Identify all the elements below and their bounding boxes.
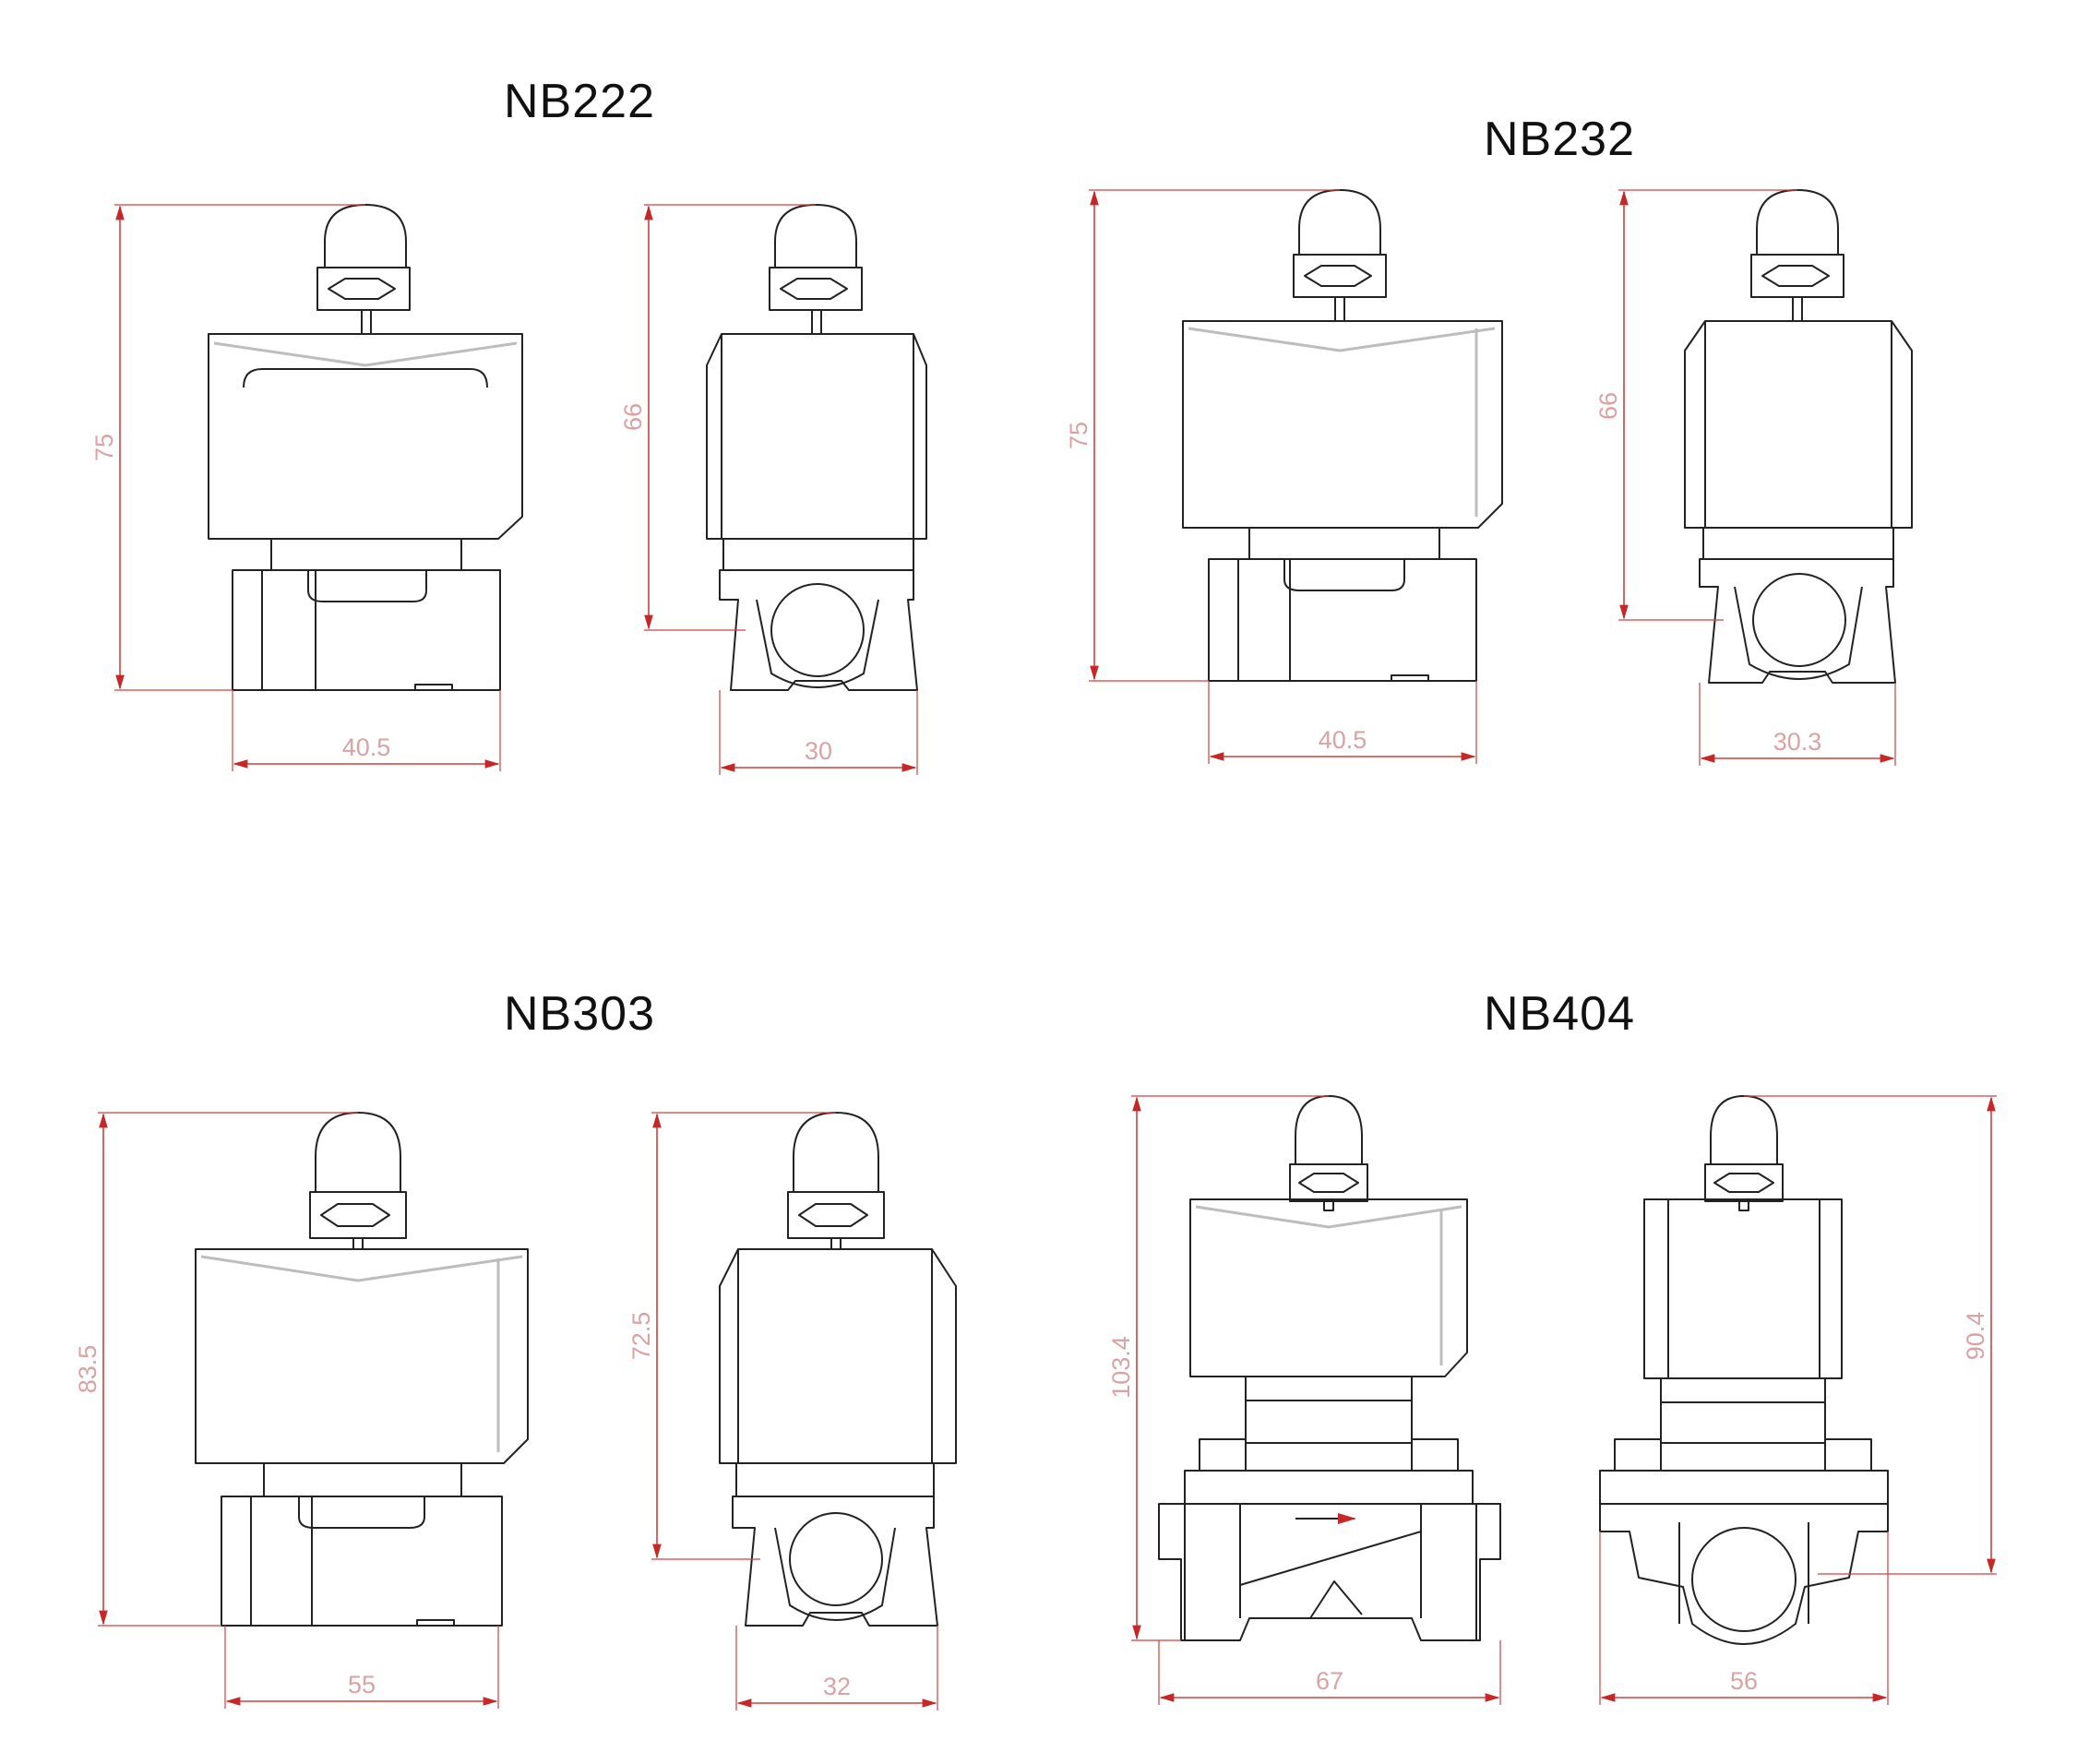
- side-height-label: 66: [1594, 392, 1622, 420]
- side-height-label: 66: [619, 403, 647, 431]
- side-view: 90.4 56: [1599, 1095, 1997, 1705]
- model-nb222: NB222 75 40.5: [90, 75, 927, 775]
- side-height-label: 72.5: [627, 1312, 655, 1361]
- side-width-label: 32: [823, 1673, 851, 1700]
- model-title: NB303: [504, 987, 655, 1041]
- side-view: 72.5 32: [627, 1112, 957, 1710]
- front-view: 103.4 67: [1107, 1095, 1501, 1705]
- front-view: 75 40.5: [1065, 189, 1503, 764]
- front-width-label: 40.5: [1319, 726, 1367, 754]
- model-nb232: NB232 75 40.5: [1065, 113, 1913, 766]
- front-height-label: 75: [1065, 422, 1092, 449]
- model-nb404: NB404 103.4: [1107, 987, 1997, 1705]
- front-height-label: 83.5: [74, 1345, 101, 1394]
- side-view: 66 30: [619, 204, 927, 775]
- side-view: 66 30.3: [1594, 189, 1913, 766]
- side-width-label: 30: [805, 737, 832, 765]
- front-width-label: 55: [348, 1671, 376, 1698]
- side-width-label: 56: [1730, 1667, 1758, 1695]
- model-nb303: NB303 83.5 55: [74, 987, 957, 1710]
- model-title: NB404: [1484, 987, 1635, 1041]
- front-view: 75 40.5: [90, 204, 523, 771]
- front-height-label: 75: [90, 434, 118, 461]
- front-width-label: 67: [1316, 1667, 1343, 1695]
- model-title: NB232: [1484, 113, 1635, 166]
- side-width-label: 30.3: [1773, 728, 1822, 756]
- model-title: NB222: [504, 75, 655, 128]
- front-view: 83.5 55: [74, 1112, 529, 1709]
- front-height-label: 103.4: [1107, 1336, 1135, 1399]
- side-height-label: 90.4: [1962, 1312, 1989, 1361]
- front-width-label: 40.5: [342, 733, 391, 761]
